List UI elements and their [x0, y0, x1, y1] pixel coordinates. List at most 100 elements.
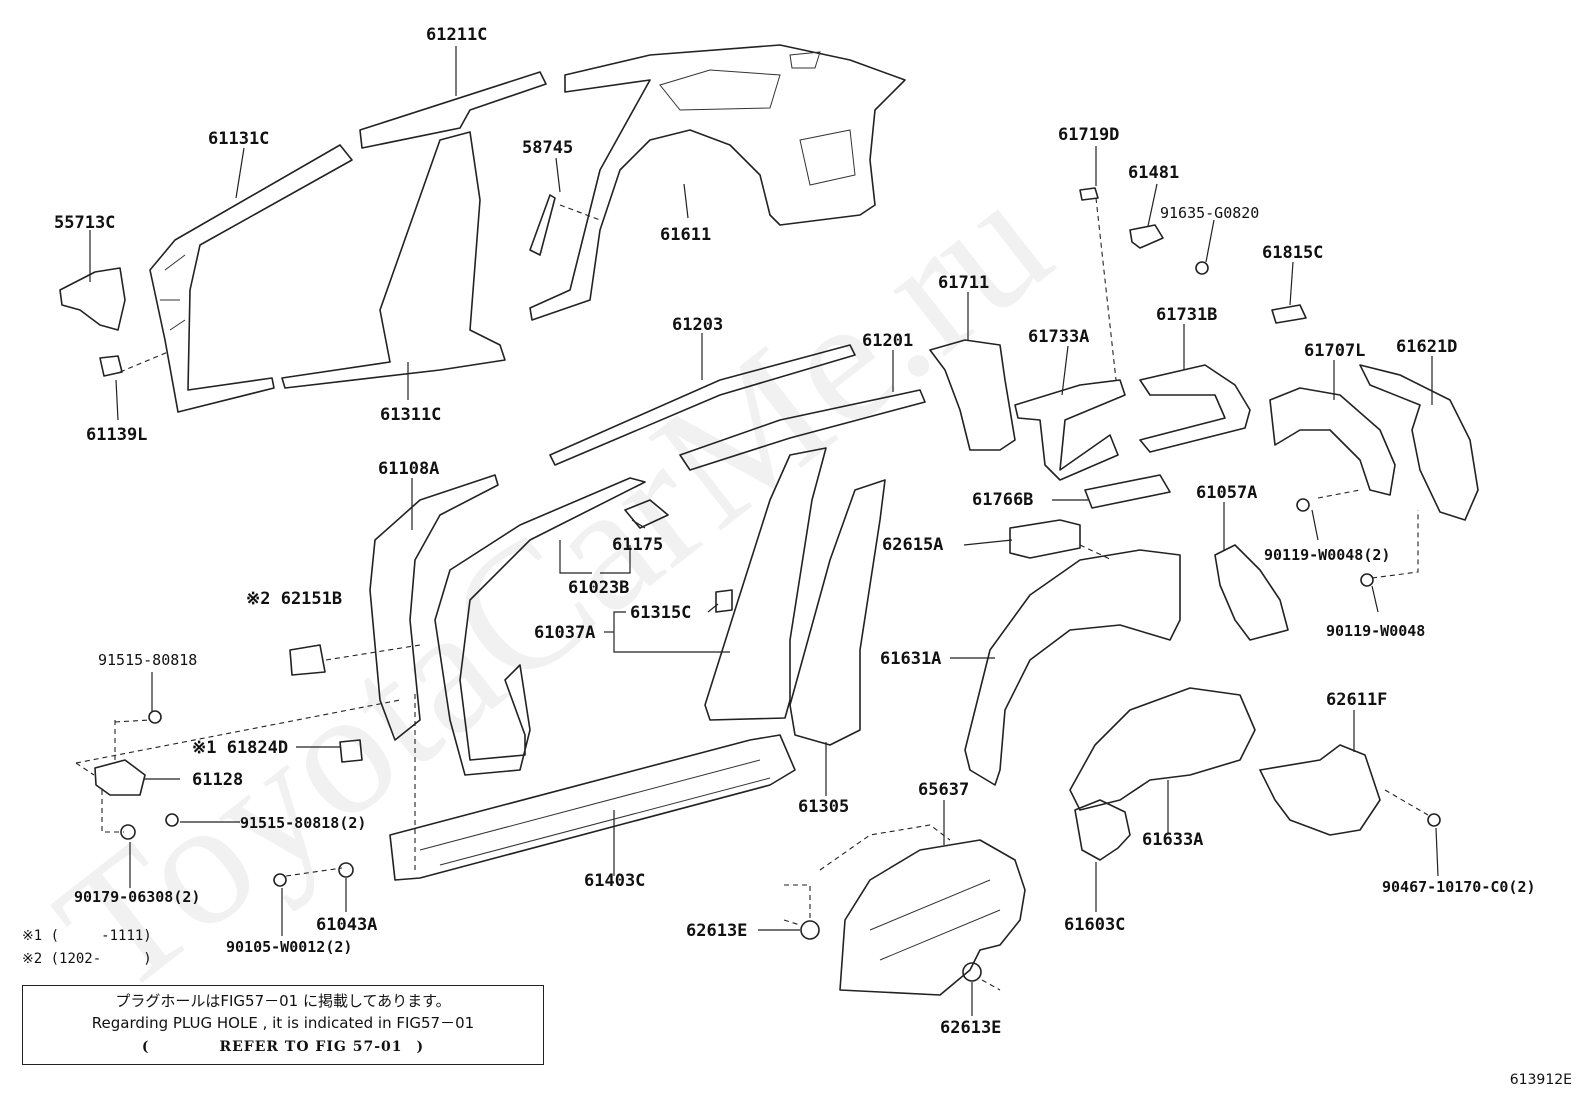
footnote-2: ※2 (1202- ) — [22, 951, 152, 967]
label-61201: 61201 — [862, 331, 913, 351]
label-61824d: ※1 61824D — [192, 738, 288, 758]
part-61824d-pad — [339, 739, 363, 763]
part-61766b-bracket — [1084, 474, 1171, 509]
figure-code: 613912E — [1509, 1072, 1572, 1088]
part-62151b-pad — [289, 644, 326, 676]
part-61403c-rocker — [389, 734, 796, 881]
part-61731b-panel — [1139, 364, 1251, 453]
part-58745-strip — [529, 194, 556, 256]
label-61203: 61203 — [672, 315, 723, 335]
part-61719d-clip — [1079, 187, 1099, 201]
part-61733a-panel — [1014, 379, 1126, 481]
note-paren-open: ( — [141, 1039, 150, 1055]
label-91635-g0820: 91635-G0820 — [1160, 204, 1259, 222]
footnote-1: ※1 ( -1111) — [22, 928, 152, 944]
label-62151b: ※2 62151B — [246, 589, 342, 609]
part-labels: 61211C 61131C 58745 61611 55713C 61139L … — [54, 25, 1536, 1038]
label-90105-w0012-2: 90105-W0012(2) — [226, 938, 352, 956]
label-61305: 61305 — [798, 797, 849, 817]
label-61631a: 61631A — [880, 649, 941, 669]
note-line-refer: ( REFER TO FIG 57-01) — [23, 1034, 543, 1060]
label-62611f: 62611F — [1326, 690, 1387, 710]
label-61175: 61175 — [612, 535, 663, 555]
part-61023b-inner-panel — [434, 477, 646, 776]
label-61603c: 61603C — [1064, 915, 1125, 935]
label-61037a: 61037A — [534, 623, 595, 643]
part-61633a-wheelhouse-outer — [1069, 687, 1256, 811]
note-line-english: Regarding PLUG HOLE , it is indicated in… — [91, 1014, 475, 1032]
part-62613e-clip-1 — [800, 920, 820, 940]
part-65637-dashed-outline — [819, 824, 951, 871]
bolt-icons — [120, 261, 1441, 887]
label-61131c: 61131C — [208, 129, 269, 149]
label-61108a: 61108A — [378, 459, 439, 479]
part-61621d-panel — [1359, 364, 1479, 521]
part-61611-quarter-panel — [529, 44, 906, 321]
label-58745: 58745 — [522, 138, 573, 158]
label-61815c: 61815C — [1262, 243, 1323, 263]
part-61481-bracket — [1129, 224, 1164, 249]
label-61621d: 61621D — [1396, 337, 1457, 357]
label-61057a: 61057A — [1196, 483, 1257, 503]
label-62613e-1: 62613E — [686, 921, 747, 941]
label-55713c: 55713C — [54, 213, 115, 233]
part-65637-fender-liner — [839, 839, 1026, 996]
part-61139l-plug — [99, 355, 123, 377]
part-61403c-detail — [419, 759, 771, 866]
part-61201-rail — [679, 389, 926, 471]
part-61611-window — [659, 51, 856, 186]
note-line-japanese: プラグホールはFIG57－01 に掲載してあります。 — [115, 992, 451, 1010]
part-61305-pillar-inner — [789, 479, 886, 746]
label-61731b: 61731B — [1156, 305, 1217, 325]
note-refer-text: REFER TO FIG 57-01 — [219, 1039, 403, 1055]
label-90467-10170-c0-2: 90467-10170-C0(2) — [1382, 878, 1536, 896]
part-61315c-plate — [715, 589, 733, 613]
part-61711-panel — [929, 339, 1016, 451]
label-61633a: 61633A — [1142, 830, 1203, 850]
part-61815c-pad — [1271, 304, 1307, 324]
part-61057a-panel — [1214, 544, 1289, 641]
label-61611: 61611 — [660, 225, 711, 245]
label-61707l: 61707L — [1304, 341, 1365, 361]
label-65637: 65637 — [918, 780, 969, 800]
part-61211c-roof-rail — [359, 71, 547, 149]
part-61131c-detail — [160, 254, 186, 331]
part-62615a-box — [1009, 519, 1081, 559]
label-61023b: 61023B — [568, 578, 629, 598]
note-paren-close: ) — [416, 1039, 425, 1055]
label-61128: 61128 — [192, 770, 243, 790]
label-91515-80818: 91515-80818 — [98, 651, 197, 669]
label-61311c: 61311C — [380, 405, 441, 425]
part-61037a-pillar-reinf — [704, 447, 827, 721]
label-61733a: 61733A — [1028, 327, 1089, 347]
label-91515-80818-2: 91515-80818(2) — [240, 814, 366, 832]
part-65637-detail — [869, 879, 1001, 961]
label-90119-w0048: 90119-W0048 — [1326, 622, 1425, 640]
label-61711: 61711 — [938, 273, 989, 293]
leader-lines — [75, 46, 1439, 1016]
label-61403c: 61403C — [584, 871, 645, 891]
part-61707l-panel — [1269, 387, 1396, 496]
part-61603c-bracket — [1074, 799, 1131, 861]
label-61481: 61481 — [1128, 163, 1179, 183]
plug-hole-note-box: プラグホールはFIG57－01 に掲載してあります。 Regarding PLU… — [22, 985, 544, 1065]
part-61203-rail-inner — [549, 344, 856, 466]
label-61766b: 61766B — [972, 490, 1033, 510]
part-62611f-liner — [1259, 744, 1381, 836]
label-62615a: 62615A — [882, 535, 943, 555]
label-61315c: 61315C — [630, 603, 691, 623]
label-61211c: 61211C — [426, 25, 487, 45]
label-90179-06308-2: 90179-06308(2) — [74, 888, 200, 906]
label-61043a: 61043A — [316, 915, 377, 935]
part-61311c-center-pillar — [281, 131, 506, 389]
part-61631a-wheelhouse — [964, 549, 1181, 786]
part-55713c-bracket — [59, 267, 126, 331]
part-62613e-clip-2 — [962, 962, 982, 982]
label-61139l: 61139L — [86, 425, 147, 445]
part-61128-bracket — [94, 759, 146, 796]
part-61131c-front-pillar — [149, 144, 353, 413]
label-62613e-2: 62613E — [940, 1018, 1001, 1038]
label-61719d: 61719D — [1058, 125, 1119, 145]
